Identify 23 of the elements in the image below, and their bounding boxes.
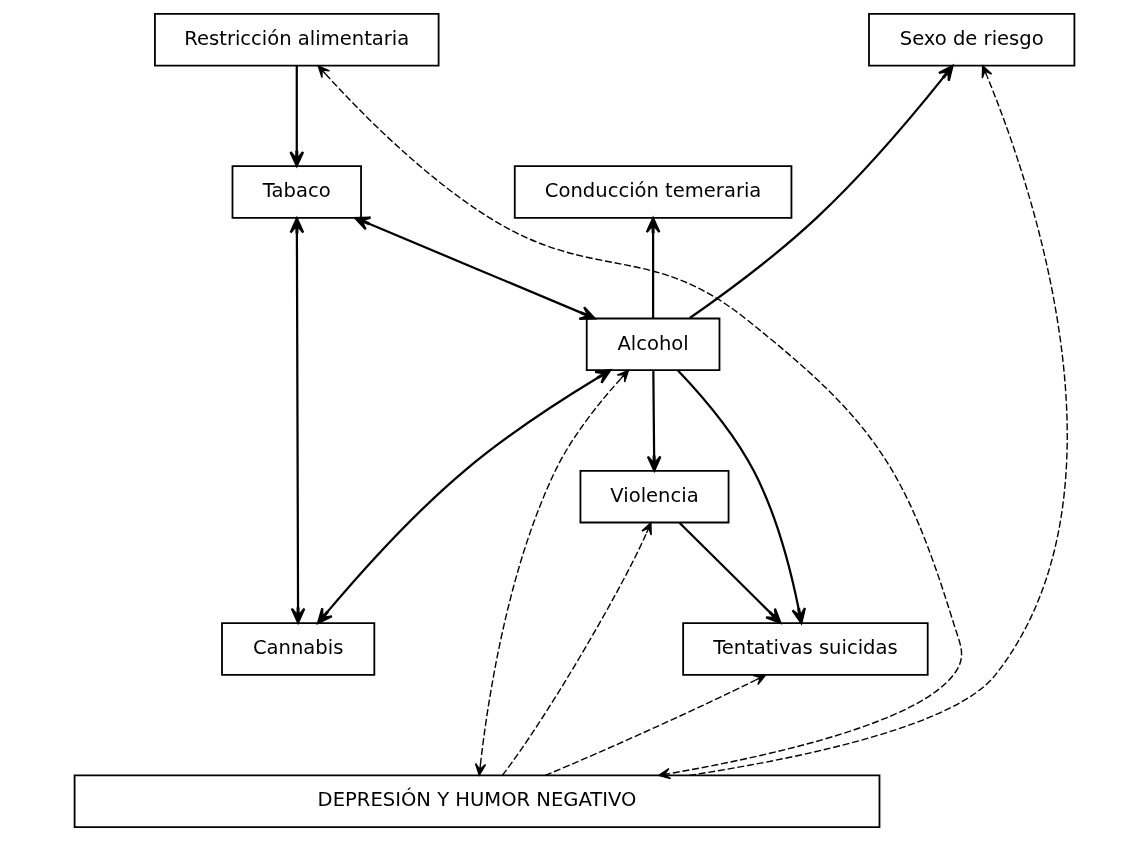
arrow (543, 674, 766, 777)
node-box: Restricción alimentaria (153, 12, 440, 67)
node-box: Violencia (579, 469, 729, 524)
node-box: Sexo de riesgo (867, 12, 1075, 67)
arrow (474, 369, 629, 776)
arrow (316, 369, 611, 625)
node-box: DEPRESIÓN Y HUMOR NEGATIVO (73, 774, 880, 829)
arrow (676, 369, 806, 625)
node-box: Conducción temeraria (513, 165, 792, 219)
node-box: Tentativas suicidas (681, 622, 929, 676)
arrow (688, 64, 954, 319)
arrow (288, 65, 304, 167)
arrow (501, 522, 652, 776)
node-box: Alcohol (585, 317, 720, 372)
arrow (317, 65, 962, 780)
node-box: Tabaco (231, 165, 362, 219)
arrow (289, 217, 305, 624)
arrow (646, 370, 662, 472)
arrow (687, 65, 1067, 777)
node-box: Cannabis (220, 622, 375, 676)
arrow (645, 217, 660, 319)
arrow (678, 521, 782, 624)
arrow (353, 216, 596, 320)
